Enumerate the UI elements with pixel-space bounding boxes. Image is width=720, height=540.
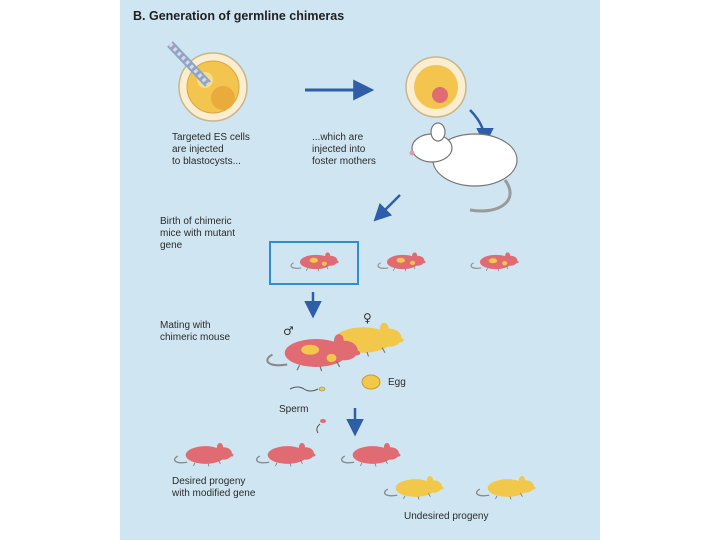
injected-blastocyst <box>405 56 467 118</box>
undesired-progeny-1 <box>383 475 445 501</box>
label-desired-progeny: Desired progeny with modified gene <box>172 476 256 499</box>
chimeric-pup-1 <box>290 251 340 272</box>
label-step-birth: Birth of chimeric mice with mutant gene <box>160 216 236 251</box>
female-symbol: ♀ <box>363 311 372 325</box>
egg-icon <box>361 374 381 390</box>
label-sperm: Sperm <box>279 404 309 415</box>
arrow-to-birth <box>373 194 401 222</box>
foster-mother-mouse <box>409 122 518 213</box>
male-chimeric-mouse <box>266 333 362 373</box>
male-symbol: ♂ <box>283 324 294 338</box>
label-undesired-progeny: Undesired progeny <box>404 511 489 522</box>
label-egg: Egg <box>388 377 406 388</box>
label-step-mating: Mating with chimeric mouse <box>160 320 231 343</box>
sperm-icon <box>289 386 326 434</box>
figure-title: B. Generation of germline chimeras <box>133 9 345 23</box>
blastocyst-injection <box>167 41 248 122</box>
selected-chimera-box <box>269 241 359 285</box>
label-step-injection: Targeted ES cells are injected to blasto… <box>172 132 250 167</box>
desired-progeny-1 <box>173 442 235 468</box>
chimeric-pup-2 <box>377 251 427 272</box>
chimeric-pup-3 <box>470 251 520 272</box>
desired-progeny-2 <box>255 442 317 468</box>
label-step-foster: ...which are injected into foster mother… <box>312 132 376 167</box>
desired-progeny-3 <box>340 442 402 468</box>
undesired-progeny-2 <box>475 475 537 501</box>
